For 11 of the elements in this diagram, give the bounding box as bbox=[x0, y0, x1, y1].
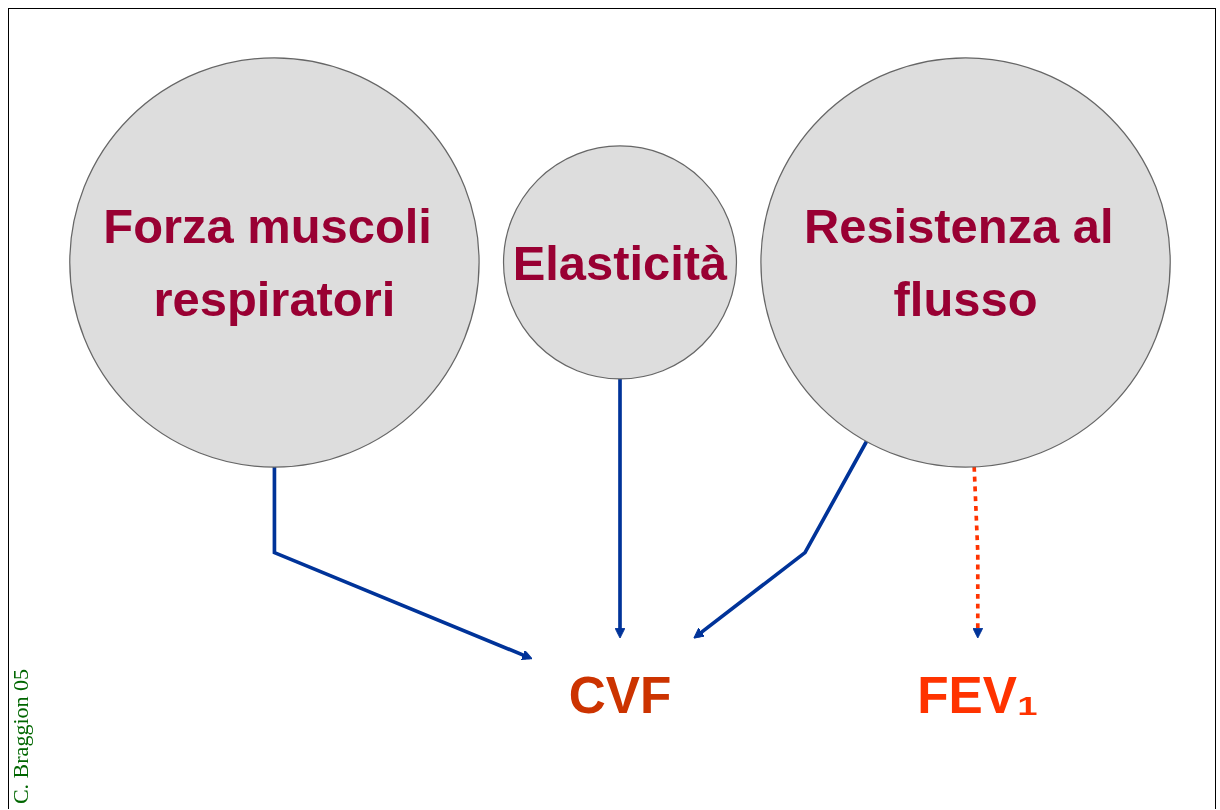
node-circle bbox=[760, 57, 1171, 468]
diagram: Forza muscoli respiratori Elasticità Resistenza al flusso CVF FEV₁ bbox=[60, 48, 1180, 762]
node-circle bbox=[69, 57, 480, 468]
arrow bbox=[272, 467, 533, 661]
node-text: CVF bbox=[568, 666, 672, 724]
arrow bbox=[972, 467, 984, 639]
node-circle bbox=[502, 145, 738, 380]
author-credit: C. Braggion 05 bbox=[8, 668, 34, 804]
arrow bbox=[693, 440, 869, 639]
node-text: FEV₁ bbox=[917, 666, 1039, 724]
arrow bbox=[614, 379, 626, 639]
